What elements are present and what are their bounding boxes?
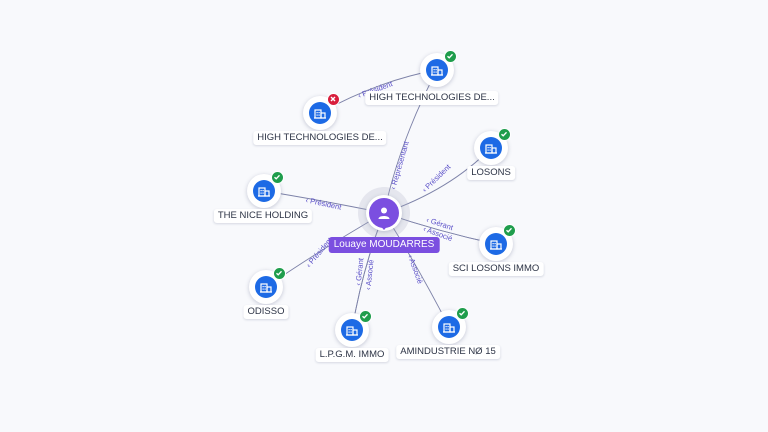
person-label[interactable]: Louaye MOUDARRES bbox=[328, 237, 440, 253]
company-label-sci[interactable]: SCI LOSONS IMMO bbox=[448, 262, 544, 276]
edge-label-amin: ‹ Associé bbox=[406, 253, 425, 285]
building-icon bbox=[426, 59, 448, 81]
company-node-lpgm[interactable] bbox=[335, 310, 372, 347]
check-icon bbox=[359, 310, 372, 323]
company-label-htd2[interactable]: HIGH TECHNOLOGIES DE... bbox=[253, 131, 387, 145]
building-icon bbox=[309, 102, 331, 124]
check-icon bbox=[273, 267, 286, 280]
person-pin bbox=[369, 198, 399, 230]
building-icon bbox=[341, 319, 363, 341]
company-label-losons[interactable]: LOSONS bbox=[467, 166, 515, 180]
company-label-amin[interactable]: AMINDUSTRIE NØ 15 bbox=[396, 345, 500, 359]
check-icon bbox=[456, 307, 469, 320]
company-node-htd2[interactable] bbox=[303, 93, 340, 130]
company-label-odisso[interactable]: ODISSO bbox=[243, 305, 289, 319]
company-label-nice[interactable]: THE NICE HOLDING bbox=[213, 209, 313, 223]
building-icon bbox=[253, 180, 275, 202]
check-icon bbox=[271, 171, 284, 184]
building-icon bbox=[255, 276, 277, 298]
building-icon bbox=[485, 233, 507, 255]
check-icon bbox=[498, 128, 511, 141]
company-node-losons[interactable] bbox=[474, 128, 511, 165]
company-node-amin[interactable] bbox=[432, 307, 469, 344]
company-node-odisso[interactable] bbox=[249, 267, 286, 304]
company-label-lpgm[interactable]: L.P.G.M. IMMO bbox=[315, 348, 389, 362]
edge-label-lpgm: ‹ Gérant bbox=[354, 257, 366, 286]
check-icon bbox=[503, 224, 516, 237]
edge-label-lpgm: ‹ Associé bbox=[363, 259, 375, 290]
company-node-nice[interactable] bbox=[247, 171, 284, 208]
edge-label-htd1: ‹ Représentant bbox=[388, 139, 411, 190]
person-icon bbox=[378, 207, 390, 219]
company-node-htd1[interactable] bbox=[420, 50, 457, 87]
check-icon bbox=[444, 50, 457, 63]
building-icon bbox=[438, 316, 460, 338]
person-node[interactable] bbox=[366, 195, 402, 231]
building-icon bbox=[480, 137, 502, 159]
company-label-htd1[interactable]: HIGH TECHNOLOGIES DE... bbox=[365, 91, 499, 105]
cross-icon bbox=[327, 93, 340, 106]
company-node-sci[interactable] bbox=[479, 224, 516, 261]
